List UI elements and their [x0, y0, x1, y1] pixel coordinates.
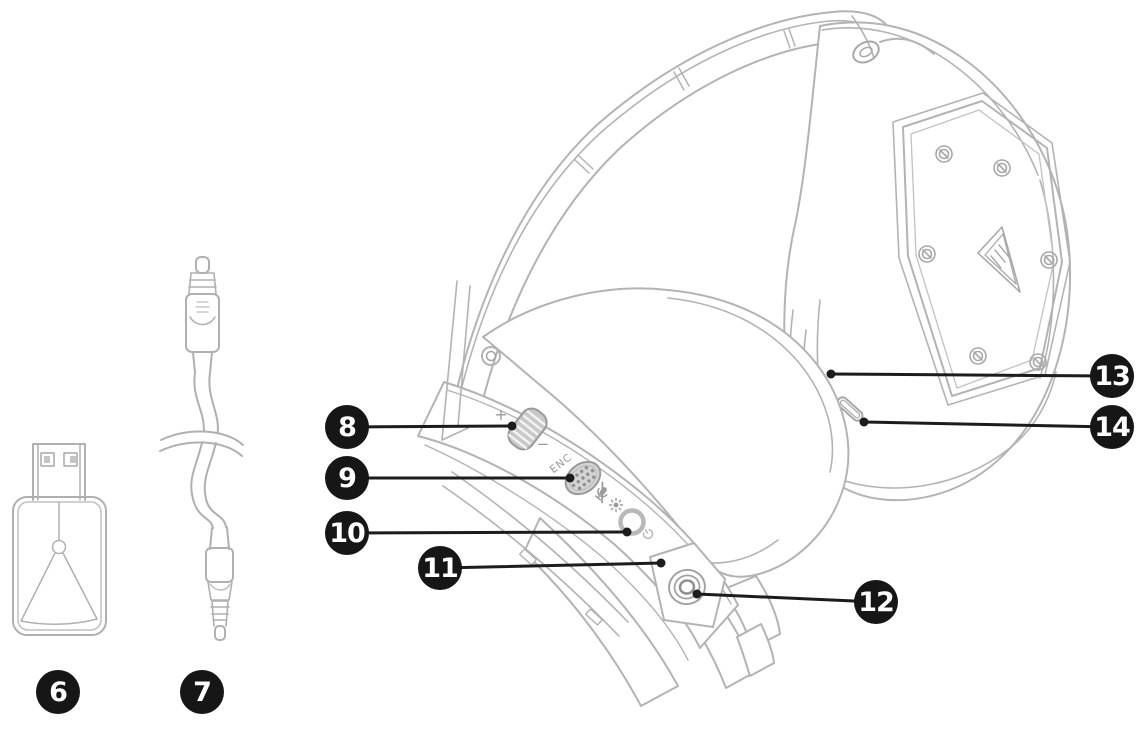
callout-7: 7 — [180, 670, 224, 714]
led-icon — [608, 497, 624, 513]
leader-8 — [345, 421, 517, 431]
brand-triangle-logo — [977, 226, 1021, 293]
callout-13: 13 — [1090, 354, 1134, 398]
cable-plug-bottom — [205, 526, 234, 641]
audio-cable — [157, 256, 249, 641]
backplate-screws — [918, 145, 1058, 371]
mic-mute-icon — [594, 481, 608, 504]
callout-12: 12 — [854, 580, 898, 624]
round-button — [618, 508, 646, 536]
callout-11: 11 — [418, 546, 462, 590]
leader-9 — [345, 473, 575, 483]
volume-minus-mark: − — [537, 435, 550, 453]
leader-13 — [826, 369, 1114, 379]
jack-port — [649, 542, 726, 628]
usb-contacts — [40, 452, 78, 467]
callout-14: 14 — [1090, 405, 1134, 449]
leader-10 — [345, 527, 632, 537]
leader-14 — [859, 417, 1114, 429]
leader-lines — [345, 369, 1114, 604]
callout-8: 8 — [325, 405, 369, 449]
hinge-pivot — [852, 37, 935, 64]
headset-illustration: + − ENC — [417, 10, 1072, 707]
band-end — [441, 280, 501, 441]
backplate — [892, 92, 1071, 406]
callout-9: 9 — [325, 456, 369, 500]
headband — [446, 10, 891, 439]
usb-dongle — [12, 443, 107, 636]
leader-12 — [692, 589, 878, 604]
right-earcup — [783, 15, 1072, 502]
power-icon — [642, 528, 654, 540]
callout-10: 10 — [325, 511, 369, 555]
ear-cushion — [482, 287, 850, 578]
callout-6: 6 — [36, 670, 80, 714]
cable-plug-top — [185, 256, 220, 374]
leader-11 — [438, 558, 666, 570]
volume-wheel — [507, 407, 548, 451]
volume-plus-mark: + — [494, 405, 507, 424]
